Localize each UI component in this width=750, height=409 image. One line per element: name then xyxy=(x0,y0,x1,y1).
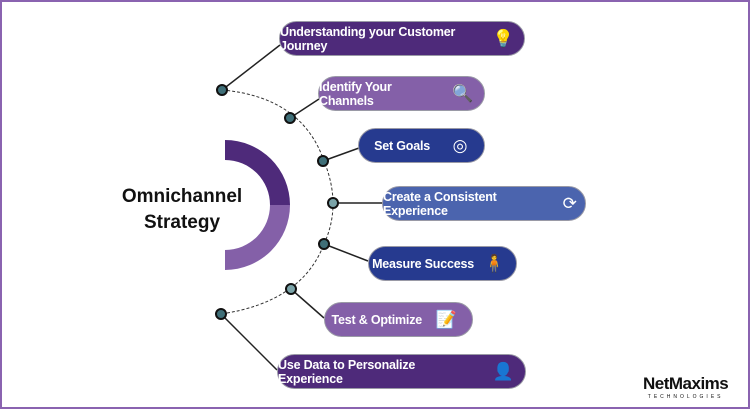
step-set-goals: Set Goals ◎ xyxy=(358,128,485,163)
step-measure-success: Measure Success 🧍 xyxy=(368,246,517,281)
step-consistent-experience: Create a Consistent Experience ⟳ xyxy=(382,186,586,221)
step-test-optimize: Test & Optimize 📝 xyxy=(324,302,473,337)
step-label: Create a Consistent Experience xyxy=(383,189,497,218)
target-icon: ◎ xyxy=(452,135,468,155)
step-identify-channels: Identify Your Channels 🔍 xyxy=(318,76,485,111)
netmaxims-logo: NetMaxims TECHNOLOGIES xyxy=(643,374,729,400)
step-label: Test & Optimize xyxy=(331,312,422,327)
step-label: Understanding your Customer Journey xyxy=(280,24,456,53)
cycle-arrows-icon: ⟳ xyxy=(562,193,577,213)
presenter-chart-icon: 🧍 xyxy=(483,253,505,273)
nodes xyxy=(215,84,339,320)
step-personalize: Use Data to Personalize Experience 👤 xyxy=(277,354,526,389)
ring-top xyxy=(225,140,290,205)
title-line-2: Strategy xyxy=(143,212,221,233)
center-title: Omnichannel Strategy xyxy=(112,184,252,236)
step-customer-journey: Understanding your Customer Journey 💡 xyxy=(279,21,525,56)
lightbulb-gear-icon: 💡 xyxy=(492,28,514,48)
logo-sub: TECHNOLOGIES xyxy=(647,394,724,400)
title-line-1: Omnichannel xyxy=(121,186,243,207)
step-label: Use Data to Personalize Experience xyxy=(278,357,416,386)
step-label: Set Goals xyxy=(374,138,430,153)
logo-name: NetMaxims xyxy=(643,374,729,393)
document-pen-icon: 📝 xyxy=(435,309,457,329)
step-label: Identify Your Channels xyxy=(319,79,392,108)
connectors xyxy=(220,44,383,371)
magnifier-user-icon: 🔍 xyxy=(452,83,474,103)
step-label: Measure Success xyxy=(372,256,474,271)
ring-bottom xyxy=(225,205,290,270)
user-circle-icon: 👤 xyxy=(492,361,514,381)
